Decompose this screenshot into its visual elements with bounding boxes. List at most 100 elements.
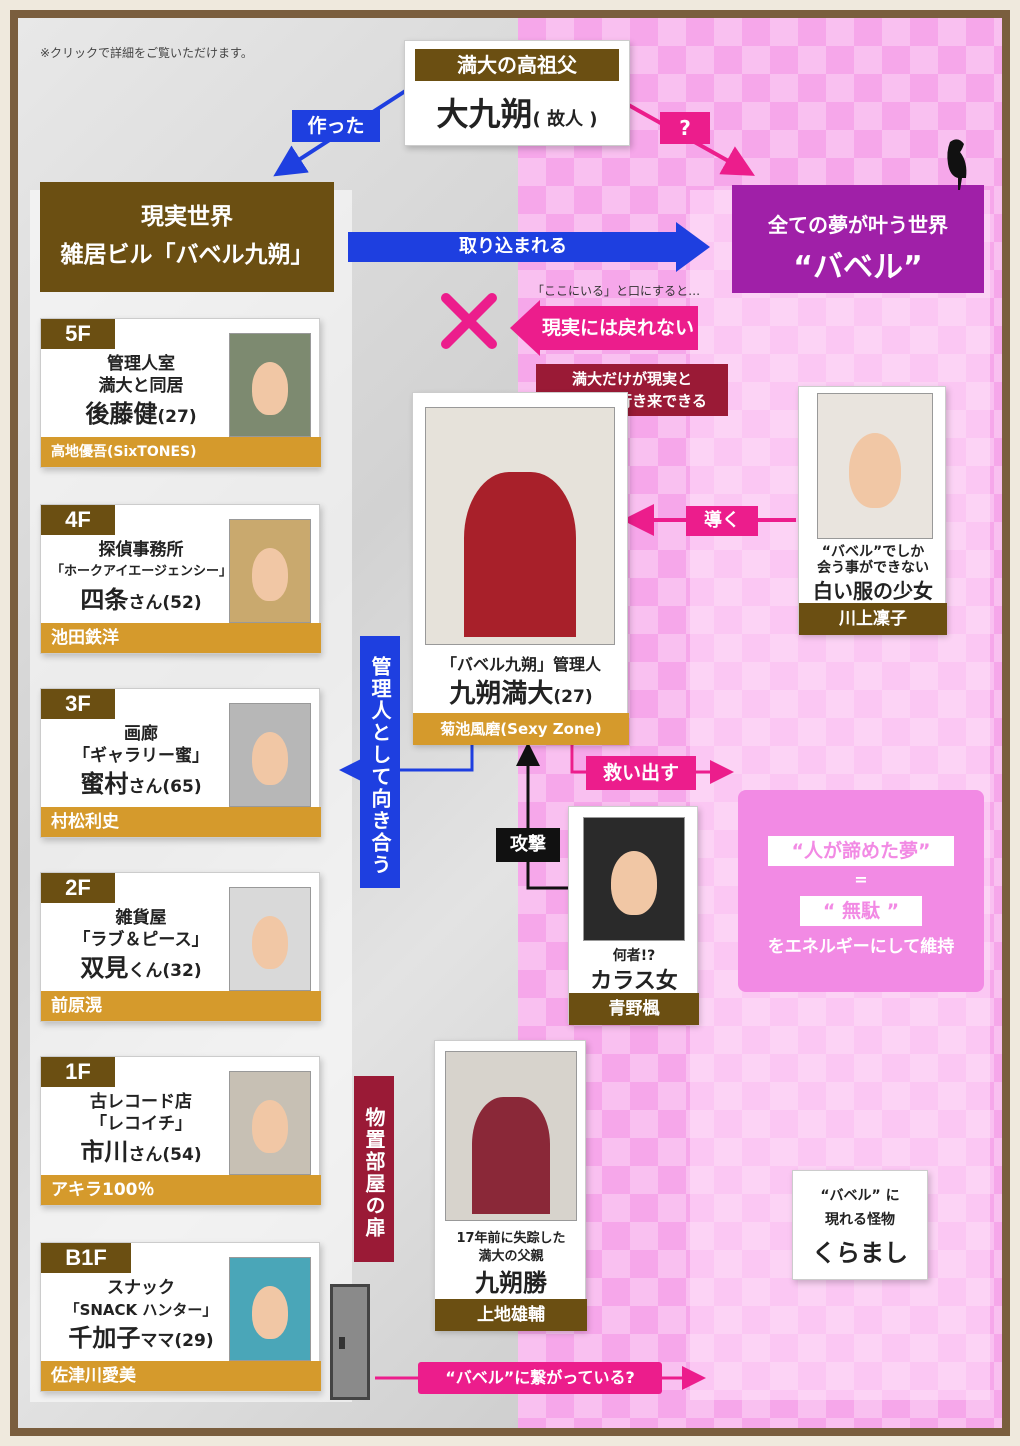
father-line2: 満大の父親 <box>478 1249 544 1264</box>
father-line1: 17年前に失踪した <box>456 1231 566 1246</box>
face-as-manager-label: 管理人として向き合う <box>360 636 400 888</box>
floor-b1f-photo <box>229 1257 311 1361</box>
girl-photo <box>817 393 933 539</box>
storage-door-label: 物置部屋の扉 <box>354 1076 394 1262</box>
real-world-box[interactable]: 現実世界 雑居ビル「バベル九朔」 <box>40 182 334 292</box>
crow-woman-actor: 青野楓 <box>569 993 699 1025</box>
ancestor-name: 大九朔 <box>436 95 533 133</box>
rescue-label: 救い出す <box>586 756 696 790</box>
floor-4f-name: 四条 <box>80 586 129 614</box>
crow-woman-line1: 何者!? <box>612 948 656 964</box>
floor-1f-honorific: さん <box>128 1145 163 1165</box>
floor-1f-name: 市川 <box>80 1138 129 1166</box>
girl-name: 白い服の少女 <box>813 579 933 603</box>
father-card[interactable]: 17年前に失踪した 満大の父親 九朔勝 上地雄輔 <box>434 1040 587 1331</box>
click-note: ※クリックで詳細をご覧いただけます。 <box>40 46 253 60</box>
cannot-return-label: 現実には戻れない <box>538 306 698 350</box>
crow-icon <box>947 139 967 190</box>
floor-1f-line2: 「レコイチ」 <box>90 1114 192 1134</box>
floor-4f-tag: 4F <box>41 505 115 535</box>
mandai-role: 「バベル九朔」管理人 <box>440 655 601 674</box>
floor-b1f-card[interactable]: B1F スナック 「SNACK ハンター」 千加子ママ(29) 佐津川愛美 <box>40 1242 321 1392</box>
dream-equals: = <box>854 870 868 889</box>
floor-2f-line1: 雑貨屋 <box>115 908 167 928</box>
dream-tail: をエネルギーにして維持 <box>767 937 955 957</box>
floor-2f-text: 雑貨屋 「ラブ＆ピース」 双見くん(32) <box>51 907 231 988</box>
floor-4f-honorific: さん <box>128 593 163 613</box>
floor-5f-tag: 5F <box>41 319 115 349</box>
floor-4f-card[interactable]: 4F 探偵事務所 「ホークアイエージェンシー」 四条さん(52) 池田鉄洋 <box>40 504 321 654</box>
guide-label: 導く <box>686 506 758 536</box>
floor-1f-card[interactable]: 1F 古レコード店 「レコイチ」 市川さん(54) アキラ100％ <box>40 1056 321 1206</box>
floor-3f-honorific: さん <box>128 777 163 797</box>
floor-5f-line2: 満大と同居 <box>98 376 184 396</box>
floor-1f-text: 古レコード店 「レコイチ」 市川さん(54) <box>51 1091 231 1172</box>
floor-2f-tag: 2F <box>41 873 115 903</box>
line-attack <box>516 742 572 890</box>
mandai-photo <box>425 407 615 645</box>
floor-2f-honorific: くん <box>128 961 163 981</box>
monster-name: くらまし <box>812 1239 908 1267</box>
crow-woman-card[interactable]: 何者!? カラス女 青野楓 <box>568 806 699 1025</box>
babel-world-line1: 全ての夢が叶う世界 <box>768 213 948 237</box>
monster-line1: “バベル” に <box>820 1188 900 1204</box>
mandai-name-line: 九朔満大(27) <box>413 673 629 710</box>
floor-1f-line1: 古レコード店 <box>90 1092 192 1112</box>
crow-woman-photo <box>583 817 685 941</box>
mandai-card[interactable]: 「バベル九朔」管理人 九朔満大(27) 菊池風磨(Sexy Zone) <box>412 392 629 745</box>
girl-line1: “バベル”でしか <box>821 544 925 560</box>
ancestor-name-line: 大九朔( 故人 ) <box>415 89 619 135</box>
floor-2f-line2: 「ラブ＆ピース」 <box>73 930 209 950</box>
floor-2f-photo <box>229 887 311 991</box>
dream-quote2: “ 無駄 ” <box>800 896 922 926</box>
floor-2f-card[interactable]: 2F 雑貨屋 「ラブ＆ピース」 双見くん(32) 前原滉 <box>40 872 321 1022</box>
made-label: 作った <box>292 110 380 142</box>
girl-card[interactable]: “バベル”でしか 会う事ができない 白い服の少女 川上凜子 <box>798 386 947 635</box>
ancestor-card[interactable]: 満大の高祖父 大九朔( 故人 ) <box>404 40 630 146</box>
floor-3f-tag: 3F <box>41 689 115 719</box>
floor-4f-actor: 池田鉄洋 <box>41 623 321 653</box>
question-label: ? <box>660 112 710 144</box>
floor-3f-photo <box>229 703 311 807</box>
floor-5f-text: 管理人室 満大と同居 後藤健(27) <box>51 353 231 434</box>
absorbed-arrowhead <box>676 222 710 272</box>
floor-5f-photo <box>229 333 311 437</box>
monster-line2: 現れる怪物 <box>825 1212 895 1228</box>
floor-5f-card[interactable]: 5F 管理人室 満大と同居 後藤健(27) 高地優吾(SixTONES) <box>40 318 321 468</box>
floor-4f-age: (52) <box>162 593 202 613</box>
floor-b1f-text: スナック 「SNACK ハンター」 千加子ママ(29) <box>51 1277 231 1358</box>
floor-4f-photo <box>229 519 311 623</box>
floor-b1f-line2: 「SNACK ハンター」 <box>64 1301 218 1319</box>
father-photo <box>445 1051 577 1221</box>
floor-4f-line1: 探偵事務所 <box>98 540 184 560</box>
floor-1f-age: (54) <box>162 1145 202 1165</box>
floor-3f-text: 画廊 「ギャラリー蜜」 蜜村さん(65) <box>51 723 231 804</box>
floor-3f-name: 蜜村 <box>80 770 129 798</box>
connected-label: “バベル”に繋がっている? <box>418 1362 662 1394</box>
attack-label: 攻撃 <box>496 828 560 862</box>
floor-5f-age: (27) <box>157 407 197 427</box>
floor-1f-photo <box>229 1071 311 1175</box>
floor-2f-name: 双見 <box>80 954 129 982</box>
floor-4f-line2: 「ホークアイエージェンシー」 <box>51 564 232 579</box>
floor-4f-text: 探偵事務所 「ホークアイエージェンシー」 四条さん(52) <box>51 539 232 620</box>
floor-b1f-actor: 佐津川愛美 <box>41 1361 321 1391</box>
babel-world-line2: “バベル” <box>793 250 923 285</box>
floor-3f-card[interactable]: 3F 画廊 「ギャラリー蜜」 蜜村さん(65) 村松利史 <box>40 688 321 838</box>
return-arrowhead <box>510 300 540 356</box>
floor-3f-line2: 「ギャラリー蜜」 <box>73 746 209 766</box>
floor-5f-line1: 管理人室 <box>107 354 175 374</box>
floor-b1f-honorific: ママ <box>140 1331 175 1351</box>
babel-world-box[interactable]: 全ての夢が叶う世界 “バベル” <box>732 185 984 293</box>
mandai-age: (27) <box>553 687 593 707</box>
cannot-return-small: 「ここにいる」と口にすると… <box>532 284 701 298</box>
real-world-line1: 現実世界 <box>141 204 233 230</box>
floor-b1f-tag: B1F <box>41 1243 131 1273</box>
dream-quote1: “人が諦めた夢” <box>768 836 954 866</box>
storage-door-icon[interactable] <box>330 1284 370 1400</box>
cross-icon <box>441 293 497 349</box>
father-actor: 上地雄輔 <box>435 1299 587 1331</box>
ancestor-suffix: ( 故人 ) <box>532 109 598 130</box>
absorbed-arrow: 取り込まれる <box>348 232 678 262</box>
monster-card[interactable]: “バベル” に 現れる怪物 くらまし <box>792 1170 928 1280</box>
